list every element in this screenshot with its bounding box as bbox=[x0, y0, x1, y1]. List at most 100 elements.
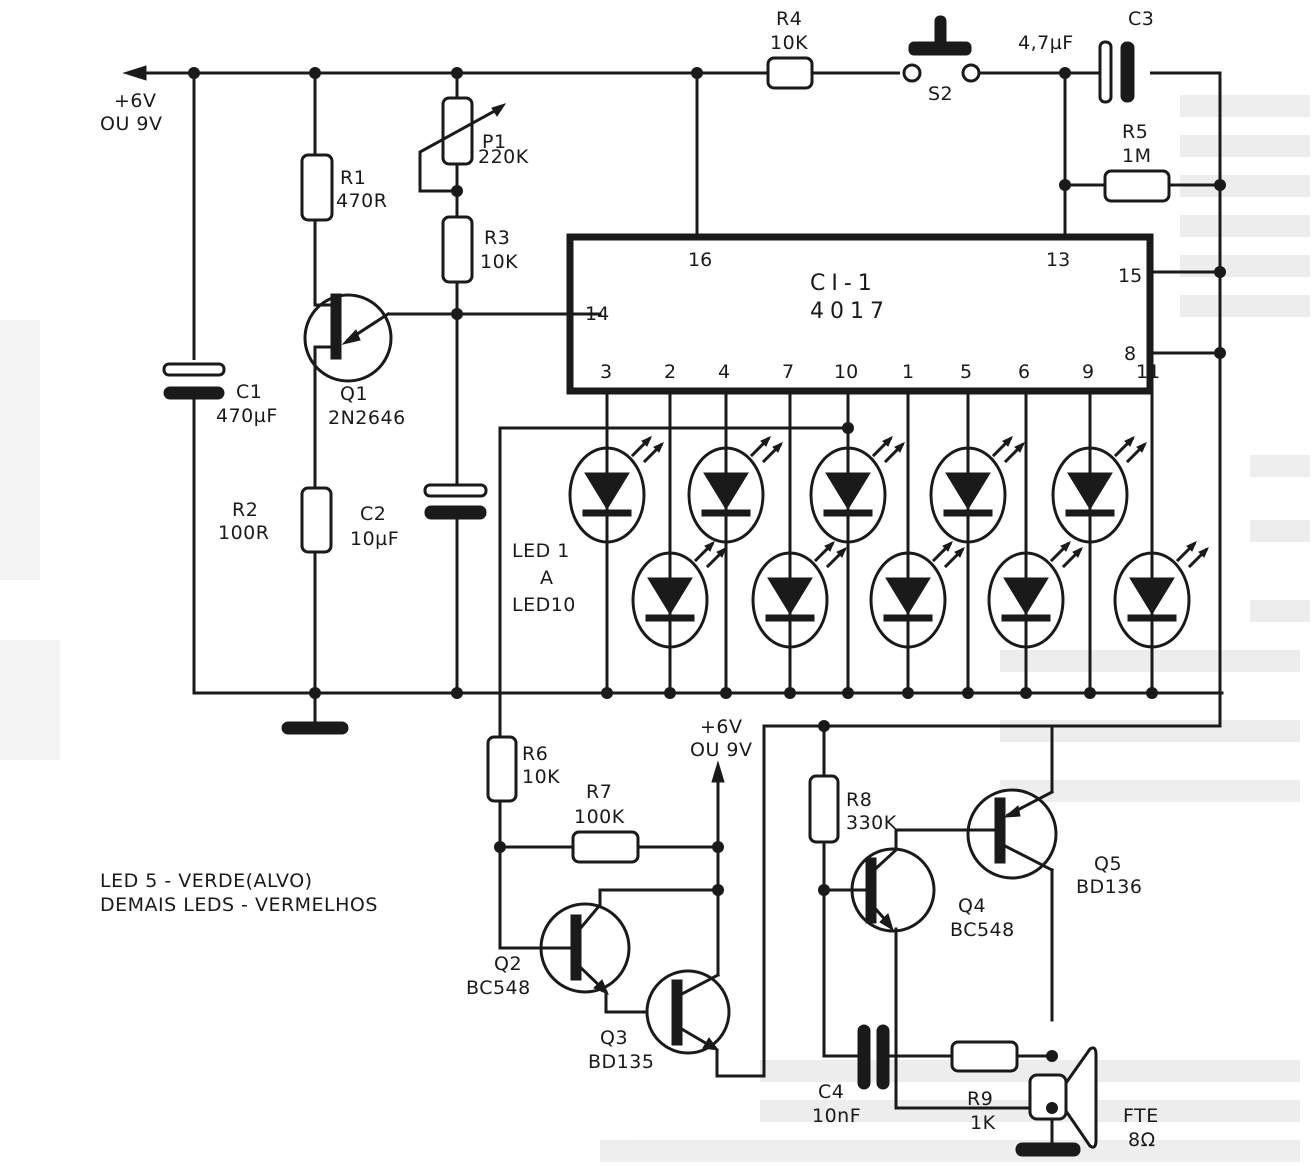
r8-ref: R8 bbox=[846, 789, 872, 811]
junction-dot bbox=[691, 67, 703, 79]
junction-dot bbox=[818, 720, 830, 732]
pushbutton-s2 bbox=[900, 15, 981, 83]
junction-dot bbox=[1214, 179, 1226, 191]
pin-label: 11 bbox=[1136, 361, 1160, 383]
r5-value: 1M bbox=[1122, 145, 1151, 167]
junction-dot bbox=[309, 67, 321, 79]
c1-value: 470µF bbox=[216, 405, 278, 427]
ic-ref: CI-1 bbox=[810, 271, 878, 296]
transistor-q4 bbox=[822, 828, 1050, 1110]
q5-value: BD136 bbox=[1076, 876, 1142, 898]
supply-label-line2: OU 9V bbox=[100, 113, 163, 135]
junction-dot bbox=[1146, 687, 1158, 699]
junction-dot bbox=[601, 687, 613, 699]
junction-dot bbox=[309, 687, 321, 699]
resistor-r9 bbox=[950, 1040, 1019, 1073]
q4-ref: Q4 bbox=[958, 895, 986, 917]
supply-arrow-icon bbox=[122, 65, 147, 81]
note-line1-visible: LED 5 - VERDE(ALVO) bbox=[100, 870, 313, 892]
q3-value: BD135 bbox=[588, 1051, 654, 1073]
pin-label: 13 bbox=[1046, 249, 1070, 271]
junction-dot bbox=[451, 687, 463, 699]
pin-label: 2 bbox=[664, 361, 676, 383]
pin-label: 1 bbox=[902, 361, 914, 383]
capacitor-c1 bbox=[162, 360, 226, 400]
junction-dot bbox=[902, 687, 914, 699]
led-group-line2: A bbox=[540, 567, 554, 589]
junction-dot bbox=[1214, 266, 1226, 278]
c3-value: 4,7µF bbox=[1018, 32, 1074, 54]
pin-label: 7 bbox=[782, 361, 794, 383]
ground-icon bbox=[1015, 1142, 1081, 1157]
r7-ref: R7 bbox=[586, 781, 612, 803]
q2-value: BC548 bbox=[466, 977, 531, 999]
p1-value: 220K bbox=[478, 146, 529, 168]
junction-dot bbox=[1214, 347, 1226, 359]
led-8-icon bbox=[987, 541, 1083, 649]
pin-label: 14 bbox=[585, 303, 609, 325]
led-array bbox=[568, 436, 1209, 649]
resistor-r8 bbox=[808, 774, 840, 844]
r5-ref: R5 bbox=[1122, 121, 1148, 143]
r1-value: 470R bbox=[336, 190, 387, 212]
junction-dot bbox=[842, 687, 854, 699]
q2-ref: Q2 bbox=[494, 953, 522, 975]
r4-value: 10K bbox=[770, 32, 808, 54]
r8-value: 330K bbox=[846, 812, 897, 834]
junction-dots bbox=[188, 67, 1226, 1114]
junction-dot bbox=[712, 841, 724, 853]
led-10-icon bbox=[1113, 541, 1209, 649]
pin-label: 4 bbox=[718, 361, 730, 383]
junction-dot bbox=[1046, 1102, 1058, 1114]
capacitor-c3 bbox=[1098, 40, 1150, 104]
resistor-r5 bbox=[1103, 169, 1171, 203]
junction-dot bbox=[720, 687, 732, 699]
junction-dot bbox=[1046, 1050, 1058, 1062]
speaker-value: 8Ω bbox=[1128, 1129, 1156, 1151]
r2-ref: R2 bbox=[232, 499, 258, 521]
junction-dot bbox=[1084, 687, 1096, 699]
ic-part: 4017 bbox=[810, 299, 890, 324]
r6-ref: R6 bbox=[522, 743, 548, 765]
speaker-ref: FTE bbox=[1123, 1105, 1159, 1127]
pin-label: 3 bbox=[600, 361, 612, 383]
q1-ref: Q1 bbox=[340, 383, 368, 405]
supply2-label-line2: OU 9V bbox=[690, 739, 753, 761]
led-group-line3: LED10 bbox=[512, 594, 576, 616]
transistor-q1 bbox=[303, 293, 393, 383]
supply-rail-top bbox=[122, 65, 1222, 81]
junction-dot bbox=[1059, 67, 1071, 79]
pin-label: 5 bbox=[960, 361, 972, 383]
q5-ref: Q5 bbox=[1094, 853, 1122, 875]
c2-ref: C2 bbox=[360, 503, 386, 525]
supply2-label-line1: +6V bbox=[700, 716, 743, 738]
led-4-icon bbox=[751, 541, 847, 649]
potentiometer-p1 bbox=[418, 96, 507, 193]
r6-value: 10K bbox=[522, 766, 560, 788]
junction-dot bbox=[664, 687, 676, 699]
speaker-icon bbox=[1015, 1046, 1098, 1157]
r1-ref: R1 bbox=[340, 167, 366, 189]
ground-icon bbox=[281, 721, 349, 735]
led-7-icon bbox=[929, 436, 1025, 544]
r7-value: 100K bbox=[574, 806, 625, 828]
pin-label: 6 bbox=[1018, 361, 1030, 383]
led-9-icon bbox=[1051, 436, 1147, 544]
c2-value: 10µF bbox=[350, 528, 399, 550]
junction-dot bbox=[784, 687, 796, 699]
supply-label-line1: +6V bbox=[114, 90, 157, 112]
transistor-q5 bbox=[938, 724, 1058, 1022]
led-2-icon bbox=[631, 541, 727, 649]
pin-label: 15 bbox=[1118, 265, 1142, 287]
note-line2: DEMAIS LEDS - VERMELHOS bbox=[100, 894, 378, 916]
pin-label: 8 bbox=[1124, 343, 1136, 365]
resistor-r4 bbox=[766, 56, 814, 90]
r3-value: 10K bbox=[480, 251, 518, 273]
q4-value: BC548 bbox=[950, 919, 1015, 941]
pin-label: 16 bbox=[688, 249, 712, 271]
s2-ref: S2 bbox=[928, 83, 953, 105]
resistor-r6 bbox=[486, 735, 518, 803]
q3-ref: Q3 bbox=[600, 1027, 628, 1049]
p1-ref: P1 bbox=[482, 131, 507, 153]
